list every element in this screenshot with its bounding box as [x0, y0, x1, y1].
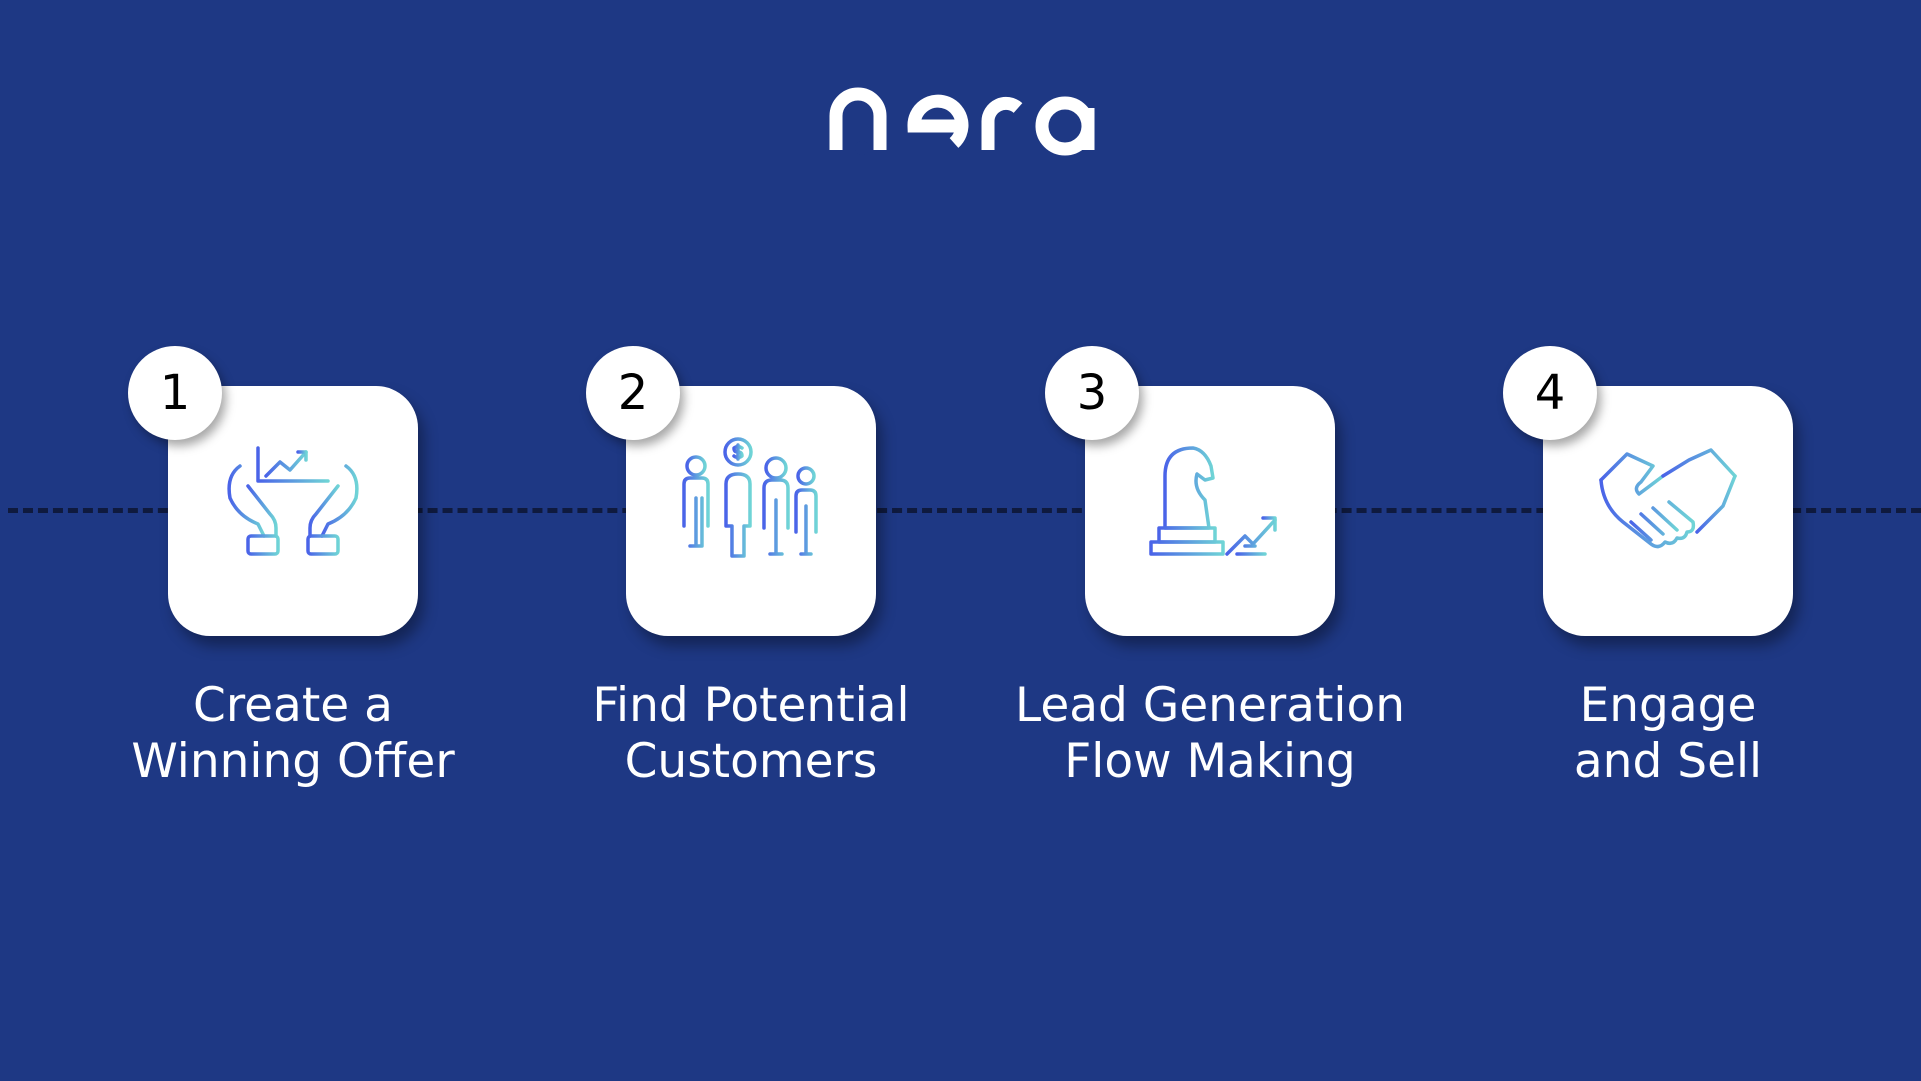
- step-number-badge: 1: [128, 346, 222, 440]
- step-label: Lead Generation Flow Making: [1014, 678, 1406, 789]
- step-number-badge: 2: [586, 346, 680, 440]
- step-card: [168, 386, 418, 636]
- step-number-badge: 3: [1045, 346, 1139, 440]
- chess-knight-growth-icon: [1149, 446, 1277, 556]
- step-card: [1085, 386, 1335, 636]
- step-label: Create a Winning Offer: [131, 678, 455, 789]
- hands-growth-chart-icon: [227, 446, 359, 556]
- step-card: [1543, 386, 1793, 636]
- step-number-badge: 4: [1503, 346, 1597, 440]
- step-label: Engage and Sell: [1573, 678, 1763, 789]
- handshake-icon: [1599, 448, 1737, 549]
- step-label: Find Potential Customers: [592, 678, 910, 789]
- people-group-dollar-icon: [682, 437, 818, 558]
- nera-logo: [829, 87, 1095, 156]
- step-card: [626, 386, 876, 636]
- connector-dashed-line: [8, 508, 1921, 513]
